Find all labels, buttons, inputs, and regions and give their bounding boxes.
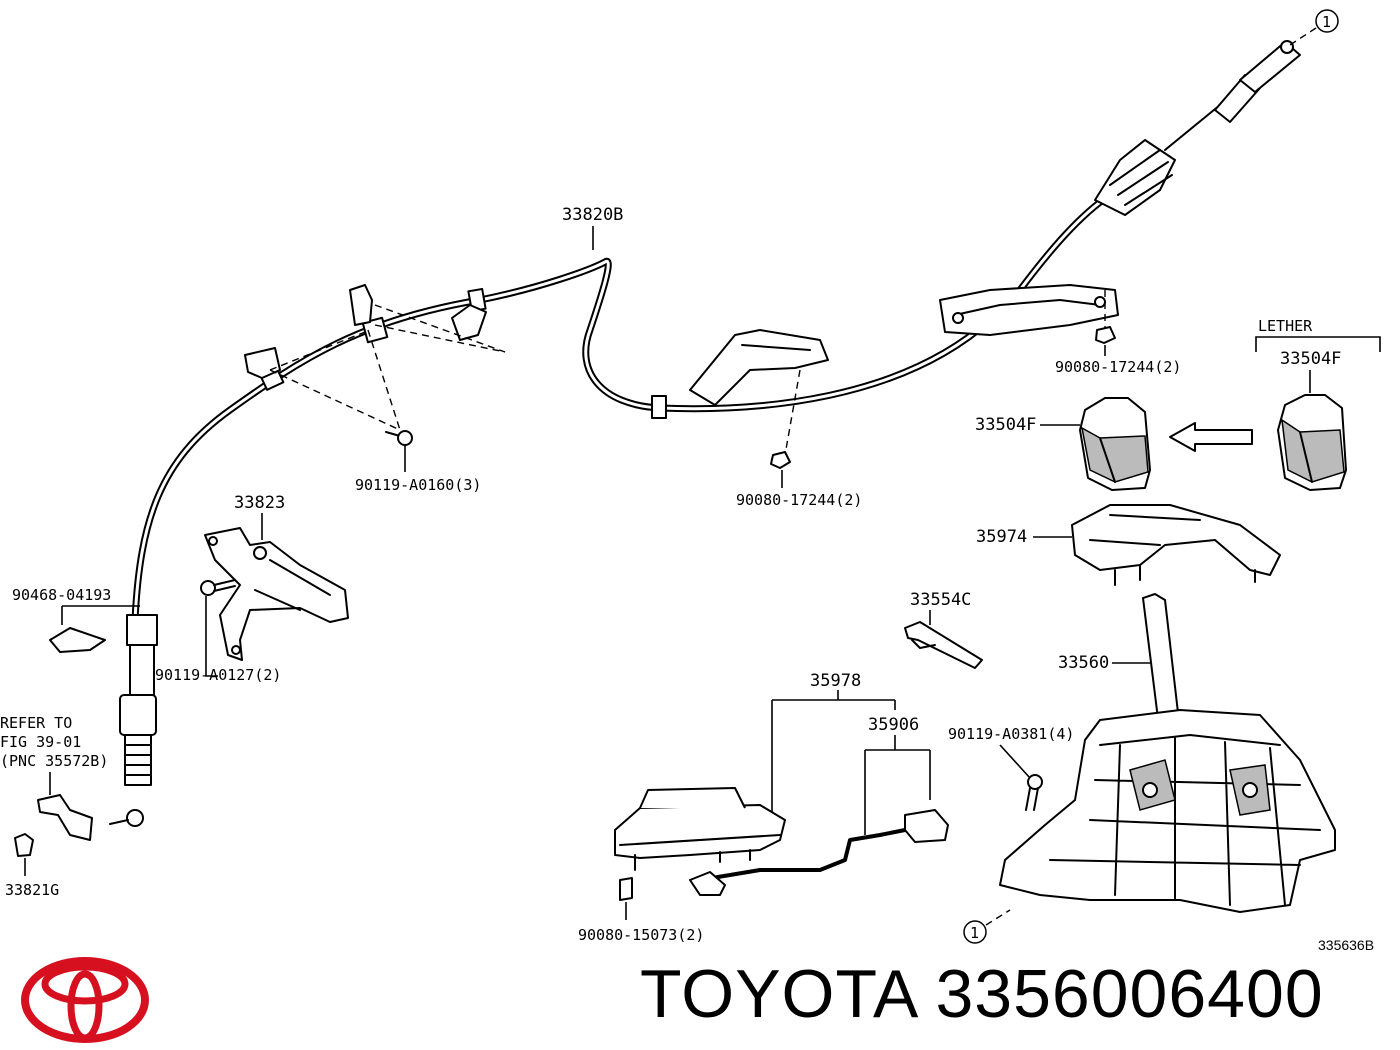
part-label-33823: 33823 <box>234 493 285 513</box>
toyota-logo-icon <box>21 957 149 1043</box>
callout-33820b: 33820B <box>562 205 623 250</box>
reference-line-2: FIG 39-01 <box>0 733 81 751</box>
part-number: 3356006400 <box>935 956 1324 1032</box>
part-label-33820b: 33820B <box>562 205 623 225</box>
variant-label: LETHER <box>1258 317 1313 335</box>
part-label-33554c: 33554C <box>910 590 971 610</box>
bolt-a0127: 90119-A0127(2) <box>155 579 281 684</box>
reference-note: REFER TO FIG 39-01 (PNC 35572B) <box>0 714 108 841</box>
housing-35974: 35974 <box>976 504 1281 586</box>
knob-standard: 33504F <box>975 397 1151 491</box>
indicator-33554c: 33554C <box>904 590 983 669</box>
clip-33821g: 33821G <box>5 833 59 899</box>
bolt-a0381: 90119-A0381(4) <box>948 725 1074 811</box>
part-label-90119-a0160: 90119-A0160(3) <box>355 476 481 494</box>
part-label-35974: 35974 <box>976 527 1027 547</box>
shift-cable-drawing <box>109 40 1301 827</box>
brand-title: TOYOTA 3356006400 <box>640 955 1324 1033</box>
variant-bracket: LETHER <box>1255 317 1381 352</box>
part-label-33504f-leather: 33504F <box>1280 349 1341 369</box>
part-label-33504f-std: 33504F <box>975 415 1036 435</box>
part-label-33560: 33560 <box>1058 653 1109 673</box>
part-label-90119-a0127: 90119-A0127(2) <box>155 666 281 684</box>
clip-90468: 90468-04193 <box>12 586 140 653</box>
nut-mid: 90080-17244(2) <box>736 451 862 509</box>
part-label-90468-04193: 90468-04193 <box>12 586 111 604</box>
knob-arrow <box>1169 422 1253 452</box>
brand-name: TOYOTA <box>640 956 916 1032</box>
callout-number-top: 1 <box>1322 13 1331 31</box>
part-label-35906: 35906 <box>868 715 919 735</box>
part-label-90080-17244-mid: 90080-17244(2) <box>736 491 862 509</box>
wire-35906: 35906 <box>689 715 949 896</box>
callout-marker-bottom: 1 <box>963 909 1011 944</box>
part-label-33821g: 33821G <box>5 881 59 899</box>
part-label-35978: 35978 <box>810 671 861 691</box>
screw-15073: 90080-15073(2) <box>578 877 704 944</box>
callout-marker-top: 1 <box>1289 9 1339 46</box>
nut-top: 90080-17244(2) <box>1055 326 1181 376</box>
switch-35978: 35978 <box>614 671 896 871</box>
figure-code: 335636B <box>1318 937 1374 953</box>
part-label-90119-a0381: 90119-A0381(4) <box>948 725 1074 743</box>
knob-leather: 33504F <box>1277 349 1347 491</box>
part-label-90080-17244-top: 90080-17244(2) <box>1055 358 1181 376</box>
bolt-a0160: 90119-A0160(3) <box>355 430 481 494</box>
callout-number-bottom: 1 <box>970 924 979 942</box>
reference-line-3: (PNC 35572B) <box>0 752 108 770</box>
bracket-33823: 33823 <box>204 493 349 661</box>
reference-line-1: REFER TO <box>0 714 72 732</box>
shift-lever-33560: 33560 <box>999 593 1336 913</box>
part-label-90080-15073: 90080-15073(2) <box>578 926 704 944</box>
